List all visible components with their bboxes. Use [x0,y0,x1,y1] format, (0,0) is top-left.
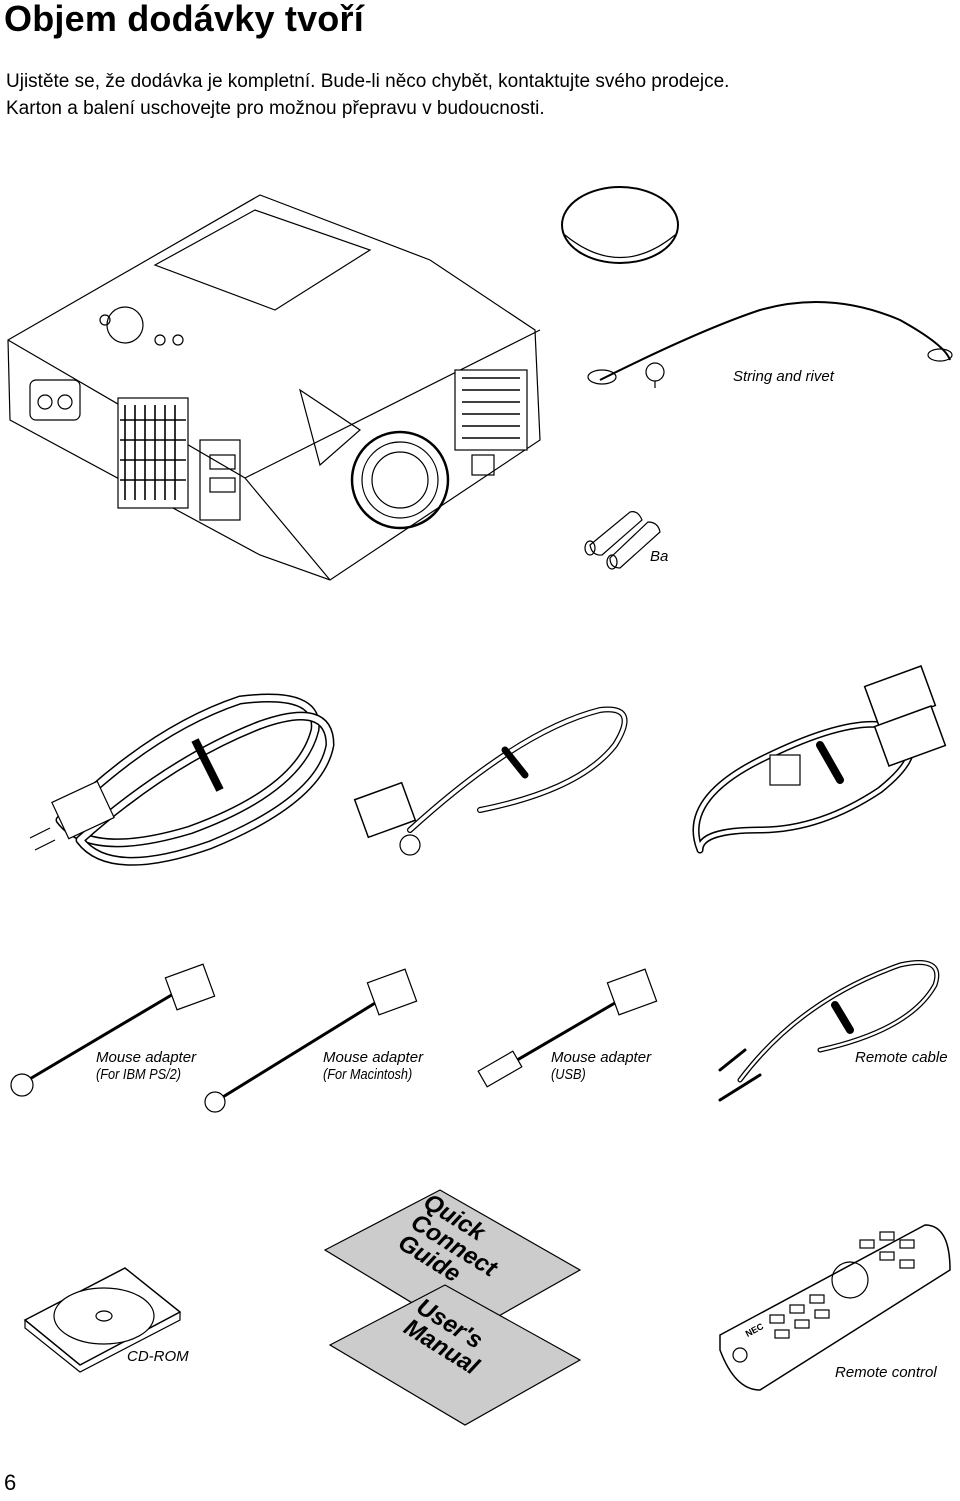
users-manual-book [328,1284,582,1426]
label-remote-cable: Remote cable [855,1049,948,1066]
batteries-illustration [584,511,661,570]
power-cord-illustration [55,693,335,866]
label-mouse-mac-name: Mouse adapter [323,1049,424,1066]
label-string-rivet: String and rivet [733,368,834,385]
intro-line-2: Karton a balení uschovejte pro možnou př… [6,98,545,119]
label-mouse-usb-name: Mouse adapter [551,1049,652,1066]
mouse-adapter-usb-illustration [477,968,658,1088]
label-mouse-mac: Mouse adapter (For Macintosh) [323,1049,428,1083]
mouse-adapter-mac-illustration [204,968,418,1113]
string-rivet-illustration [587,301,953,388]
intro-text: Ujistěte se, že dodávka je kompletní. Bu… [6,68,729,122]
label-mouse-usb: Mouse adapter (USB) [551,1049,651,1083]
remote-control-illustration [719,1224,951,1391]
remote-cable-illustration [718,960,940,1102]
page-number: 6 [4,1470,17,1495]
label-batteries: Ba [650,548,669,565]
cdrom-illustration [23,1267,182,1373]
label-mouse-usb-detail: (USB) [551,1066,586,1083]
signal-cable-illustration [353,706,628,856]
label-mouse-ps2-name: Mouse adapter [96,1049,197,1066]
vga-cable-illustration [692,665,947,854]
lens-cap-illustration [561,186,679,264]
label-cdrom: CD-ROM [127,1348,189,1365]
label-mouse-ps2: Mouse adapter (For IBM PS/2) [96,1049,196,1083]
projector-illustration [7,194,541,581]
label-mouse-ps2-detail: (For IBM PS/2) [96,1066,182,1083]
page-title: Objem dodávky tvoří [4,0,364,39]
intro-line-1: Ujistěte se, že dodávka je kompletní. Bu… [6,71,730,92]
mouse-adapter-ps2-illustration [10,963,216,1097]
label-remote-control: Remote control [835,1364,937,1381]
label-mouse-mac-detail: (For Macintosh) [323,1066,413,1083]
